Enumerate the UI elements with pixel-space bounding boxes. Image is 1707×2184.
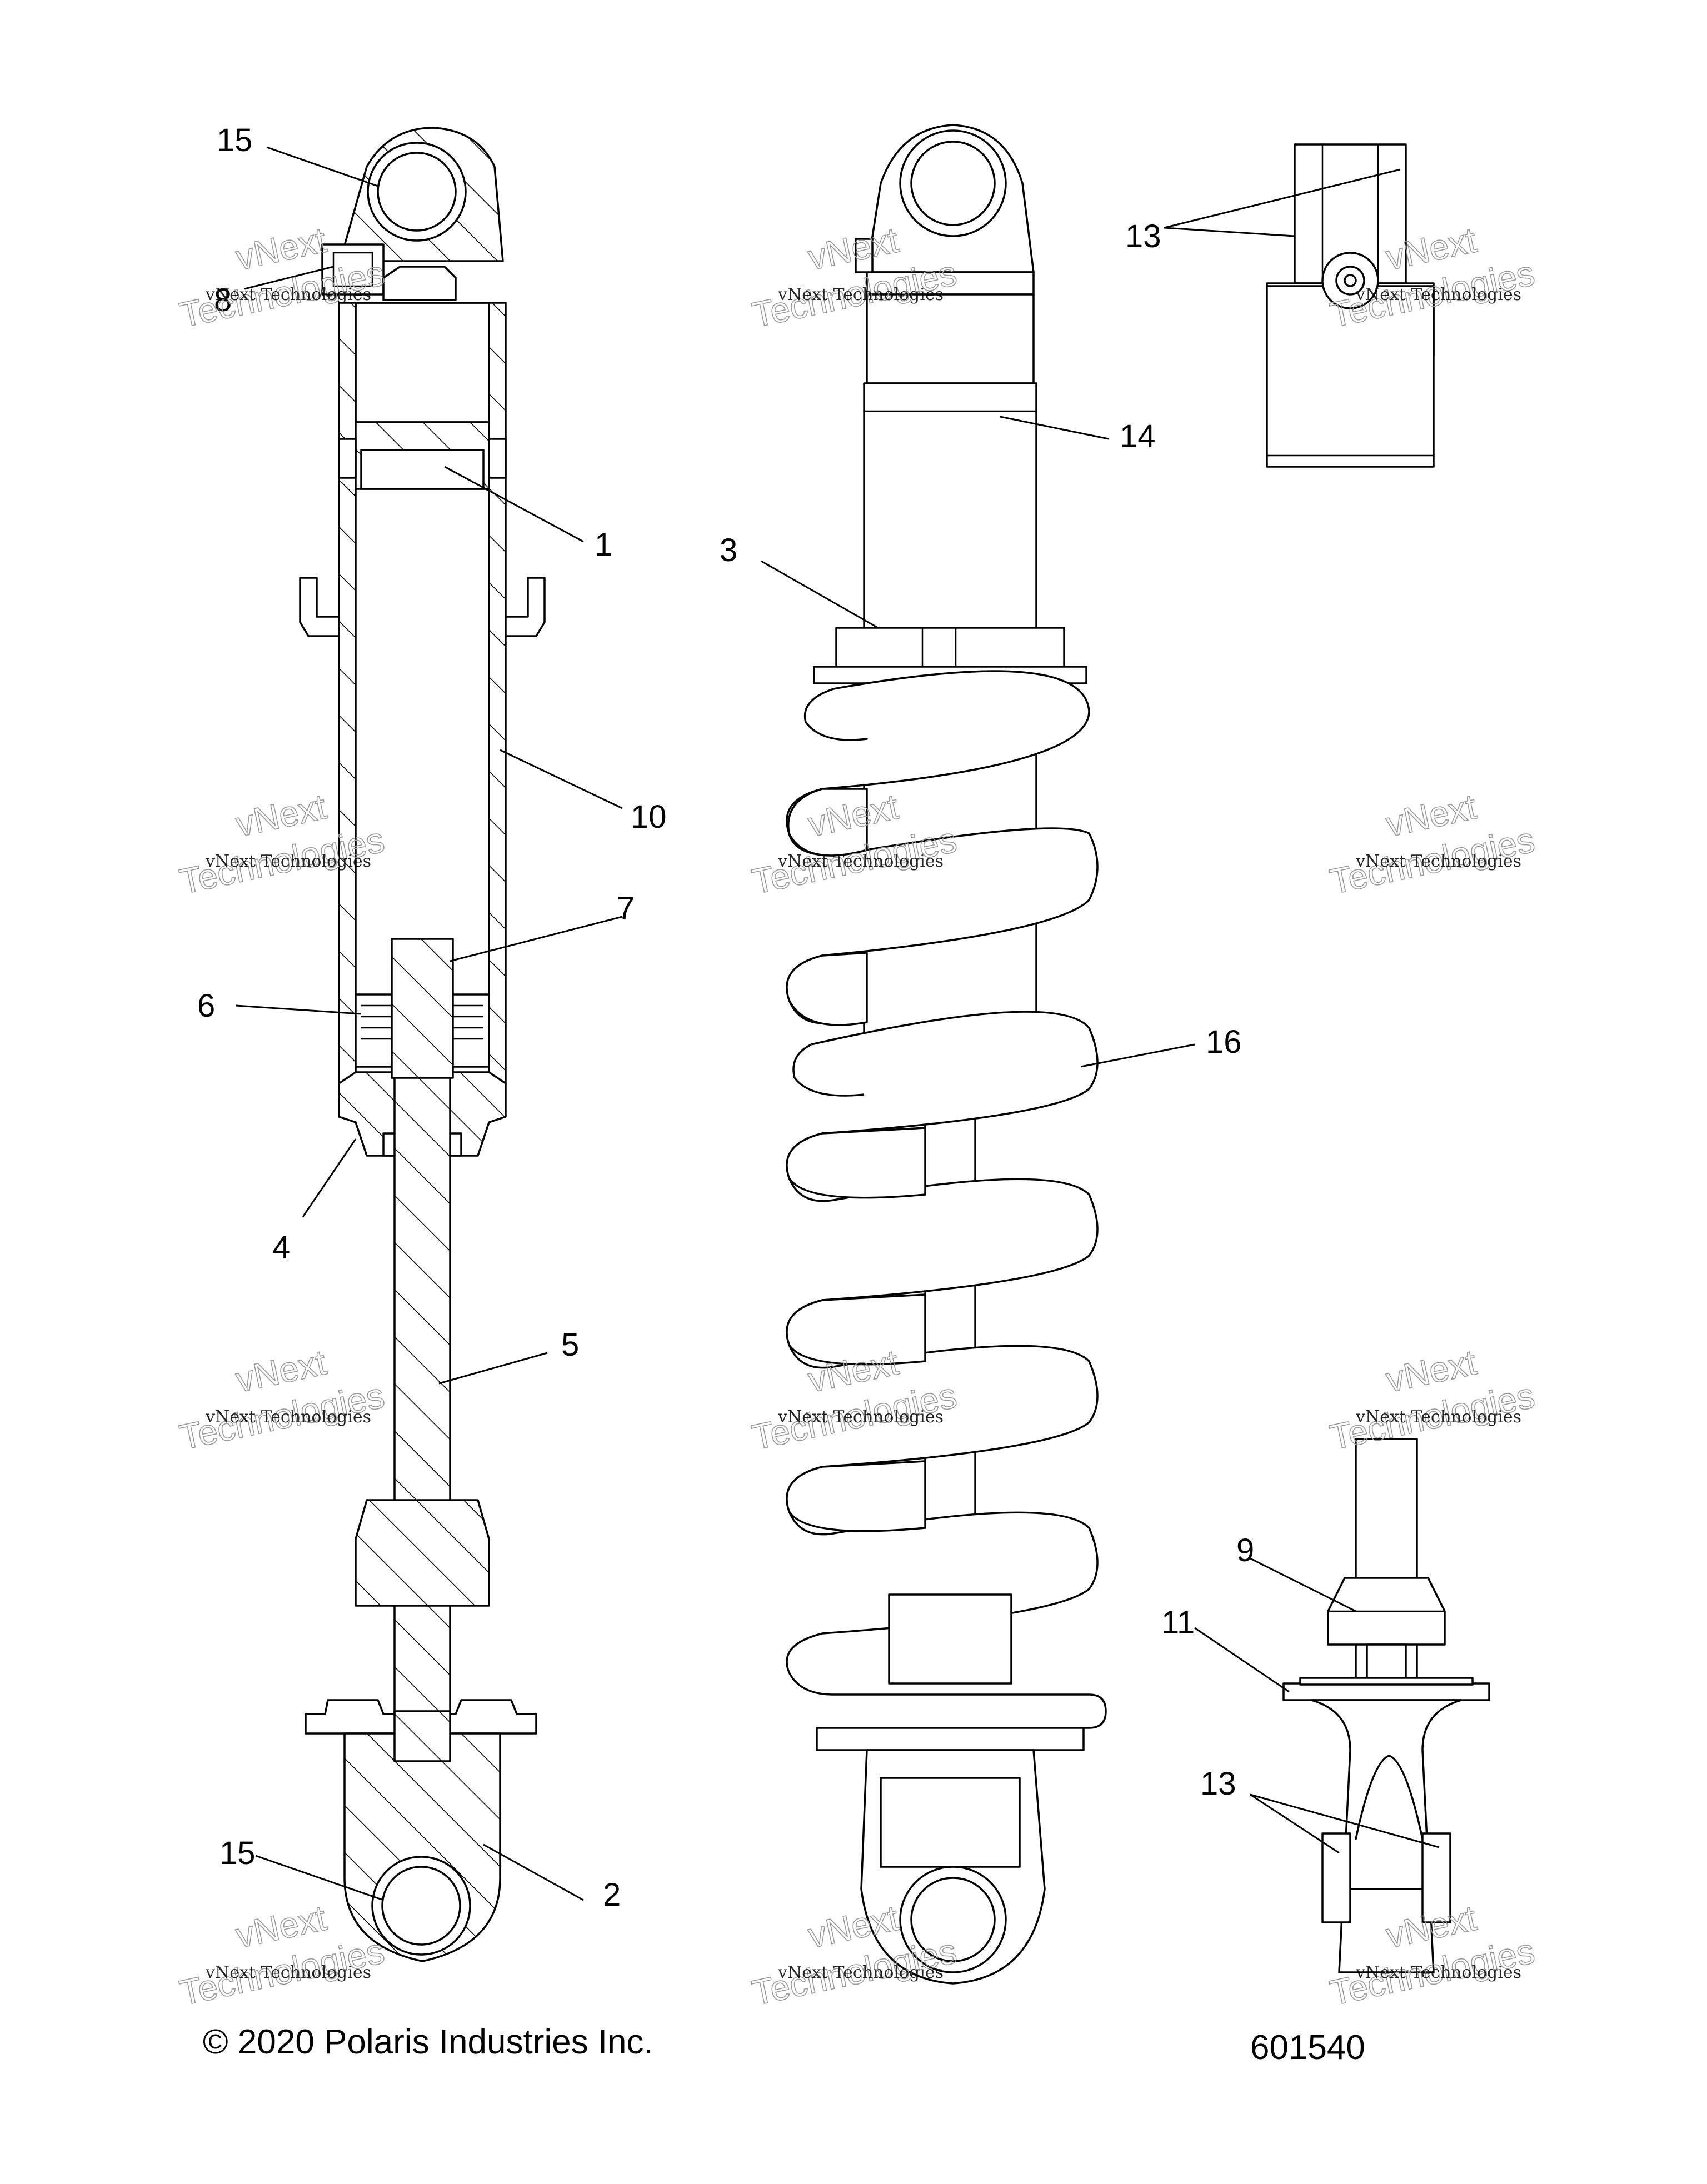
bottom-bushing — [371, 1856, 471, 1956]
svg-text:vNext Technologies: vNext Technologies — [777, 1963, 944, 1982]
callout-16: 16 — [1206, 1024, 1242, 1060]
piston-rod — [393, 943, 451, 1757]
svg-text:vNext Technologies: vNext Technologies — [1355, 1963, 1521, 1982]
top-mount-detail — [1266, 143, 1435, 468]
detail-valve — [1321, 252, 1379, 309]
svg-text:vNext Technologies: vNext Technologies — [205, 285, 371, 304]
reservoir-body — [866, 293, 1035, 384]
bottom-spring-retainer — [888, 1593, 1012, 1685]
svg-text:vNext Technologies: vNext Technologies — [205, 1407, 371, 1427]
bottom-eye-bushing — [899, 1866, 1007, 1973]
callout-7: 7 — [617, 891, 635, 927]
coil-spring — [786, 670, 1107, 1729]
top-eye-bushing — [899, 129, 1007, 237]
callout-2: 2 — [603, 1877, 621, 1913]
callout-11: 11 — [1161, 1605, 1195, 1641]
bottom-mount-detail — [1282, 1438, 1490, 1973]
callout-3: 3 — [720, 532, 737, 568]
watermark: vNext Technologies vNext Technologies — [176, 1342, 388, 1458]
callout-13-bottom: 13 — [1200, 1766, 1236, 1802]
copyright-notice: © 2020 Polaris Industries Inc. — [203, 2023, 653, 2061]
watermark: vNext Technologies vNext Technologies — [1326, 786, 1539, 902]
svg-text:vNext Technologies: vNext Technologies — [777, 285, 944, 304]
svg-text:vNext Technologies: vNext Technologies — [777, 852, 944, 871]
svg-text:vNext Technologies: vNext Technologies — [1355, 852, 1521, 871]
figure-number: 601540 — [1250, 2028, 1365, 2067]
bump-stop — [355, 1499, 490, 1607]
callouts: 15 8 1 10 7 6 4 5 15 2 3 14 16 13 9 11 1… — [197, 122, 1254, 1913]
svg-text:vNext Technologies: vNext Technologies — [205, 852, 371, 871]
callout-14: 14 — [1120, 418, 1156, 454]
callout-10: 10 — [631, 799, 667, 835]
svg-text:vNext Technologies: vNext Technologies — [1355, 1407, 1521, 1427]
assembled-shock — [786, 124, 1107, 1985]
callout-13-top: 13 — [1125, 218, 1161, 254]
callout-15-top: 15 — [217, 122, 253, 158]
callout-6: 6 — [197, 988, 215, 1024]
callout-15-bottom: 15 — [219, 1835, 256, 1871]
callout-1: 1 — [595, 527, 612, 563]
callout-5: 5 — [561, 1327, 579, 1363]
preload-collar — [835, 627, 1065, 668]
callout-8: 8 — [214, 282, 232, 318]
svg-text:vNext Technologies: vNext Technologies — [777, 1407, 944, 1427]
callout-4: 4 — [272, 1230, 290, 1266]
watermark: vNext Technologies vNext Technologies — [1326, 1342, 1539, 1458]
section-view-shock — [299, 127, 546, 1962]
leader-lines — [236, 146, 1440, 1901]
detail-washer — [1282, 1682, 1490, 1701]
svg-text:vNext Technologies: vNext Technologies — [1355, 285, 1521, 304]
callout-9: 9 — [1236, 1532, 1254, 1568]
svg-text:vNext Technologies: vNext Technologies — [205, 1963, 371, 1982]
top-bushing — [367, 142, 467, 242]
